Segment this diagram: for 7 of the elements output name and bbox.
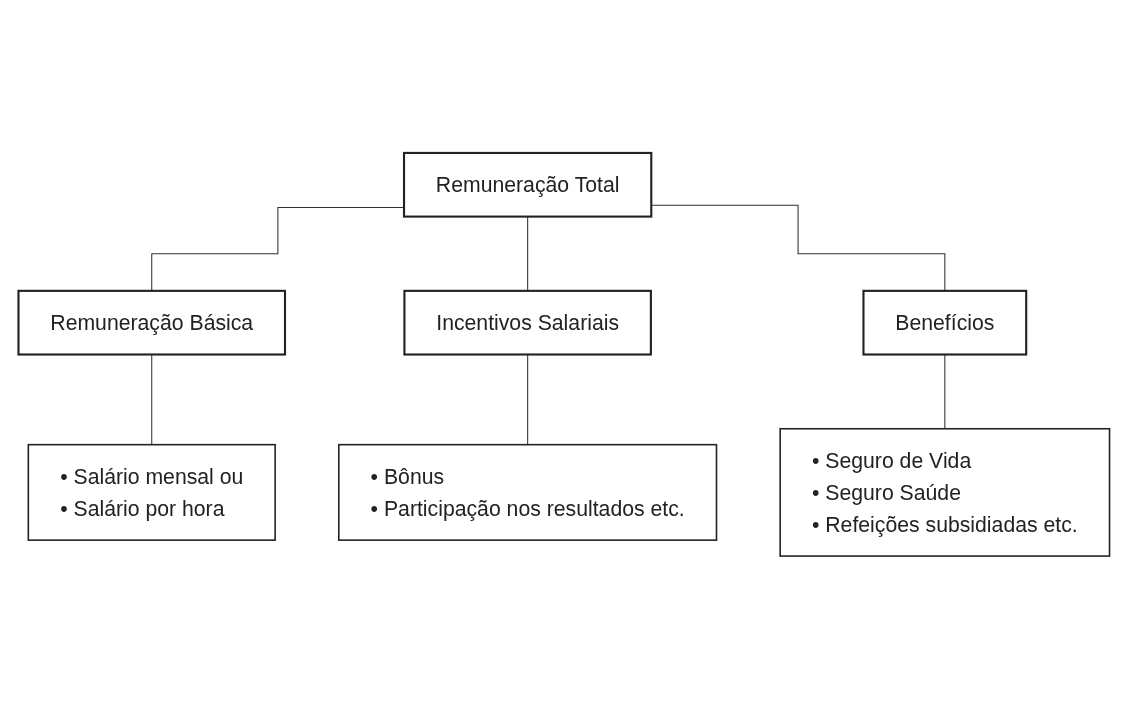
node-box: • Salário mensal ou • Salário por hora <box>27 443 276 541</box>
node-box: Incentivos Salariais <box>403 289 652 356</box>
node-box: Remuneração Básica <box>17 289 287 356</box>
node-box: Benefícios <box>862 289 1028 356</box>
node-box: • Bônus • Participação nos resultados etc. <box>338 443 718 541</box>
node-box: • Seguro de Vida • Seguro Saúde • Refeições subsidiadas etc. <box>779 427 1111 557</box>
node-box: Remuneração Total <box>402 151 653 218</box>
